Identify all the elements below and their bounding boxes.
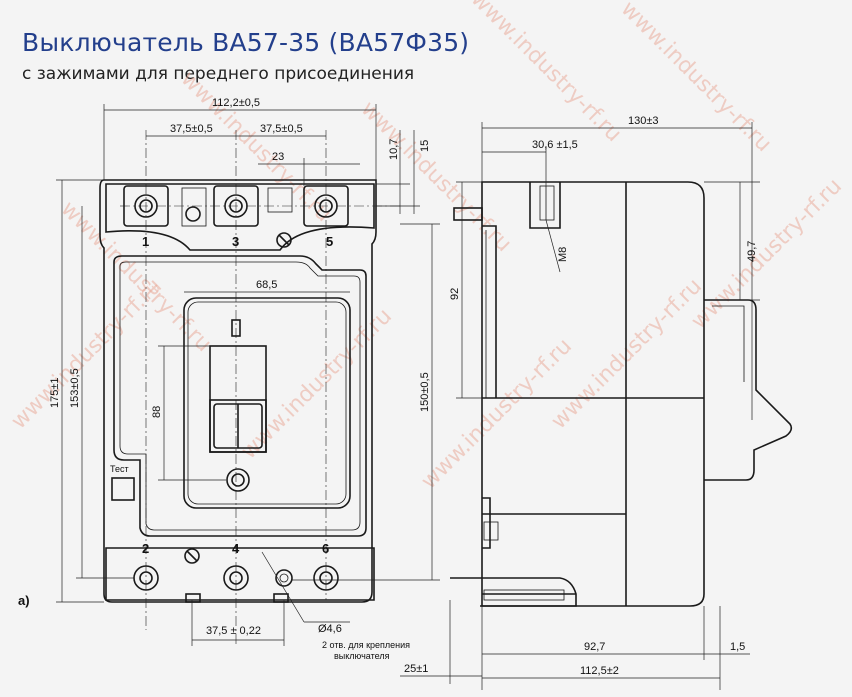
terminal-label-top: 5 [326, 234, 333, 249]
dim-pitch-left: 37,5±0,5 [170, 123, 213, 135]
dim-top-offset-2: 15 [419, 140, 431, 152]
side-view: 130±3 30,6 ±1,5 M8 49,7 92 92,7 1,5 25±1… [400, 115, 793, 690]
watermark: www.industry-rf.ru [356, 97, 516, 257]
watermark: www.industry-rf.ru [7, 274, 167, 434]
dim-bottom-pitch: 37,5 ± 0,22 [206, 625, 261, 637]
watermark-layer: www.industry-rf.ru www.industry-rf.ru ww… [7, 0, 847, 494]
terminal-label-bottom: 2 [142, 541, 149, 556]
dim-hole-diameter: Ø4,6 [318, 623, 342, 635]
dim-overall-width: 112,2±0,5 [212, 97, 260, 109]
front-view: 1 3 5 2 4 6 Тест а) 112,2±0,5 37,5±0,5 3… [18, 97, 440, 661]
test-button-label: Тест [110, 464, 129, 474]
watermark: www.industry-rf.ru [176, 67, 336, 227]
watermark: www.industry-rf.ru [237, 304, 397, 464]
dim-window-width: 68,5 [256, 279, 277, 291]
terminal-label-top: 3 [232, 234, 239, 249]
dim-step: 1,5 [730, 641, 745, 653]
dim-mount-height: 150±0,5 [419, 372, 431, 412]
dim-terminal-gap: 23 [272, 151, 284, 163]
terminal-label-top: 1 [142, 234, 149, 249]
terminal-label-bottom: 4 [232, 541, 240, 556]
dim-terminal-offset: 30,6 ±1,5 [532, 139, 578, 151]
dim-total-height: 175±1 [49, 377, 61, 408]
terminal-label-bottom: 6 [322, 541, 329, 556]
page-title: Выключатель ВА57-35 (ВА57Ф35) [22, 28, 470, 57]
dim-inner-height: 153±0,5 [69, 368, 81, 408]
dim-height-right: 49,7 [746, 241, 758, 262]
dim-base-depth: 92,7 [584, 641, 605, 653]
dim-rail: 25±1 [404, 663, 428, 675]
watermark: www.industry-rf.ru [466, 0, 626, 147]
dim-height-left: 92 [449, 288, 461, 300]
hole-note-line2: выключателя [334, 651, 390, 661]
watermark: www.industry-rf.ru [687, 174, 847, 334]
view-label: а) [18, 593, 30, 608]
dim-overall-depth: 130±3 [628, 115, 659, 127]
dim-thread: M8 [557, 247, 569, 262]
dim-handle-height: 88 [151, 406, 163, 418]
dim-pitch-right: 37,5±0,5 [260, 123, 303, 135]
dim-body-depth: 112,5±2 [580, 665, 619, 677]
dim-top-offset-1: 10,7 [388, 139, 400, 160]
page-subtitle: с зажимами для переднего присоединения [22, 64, 415, 84]
